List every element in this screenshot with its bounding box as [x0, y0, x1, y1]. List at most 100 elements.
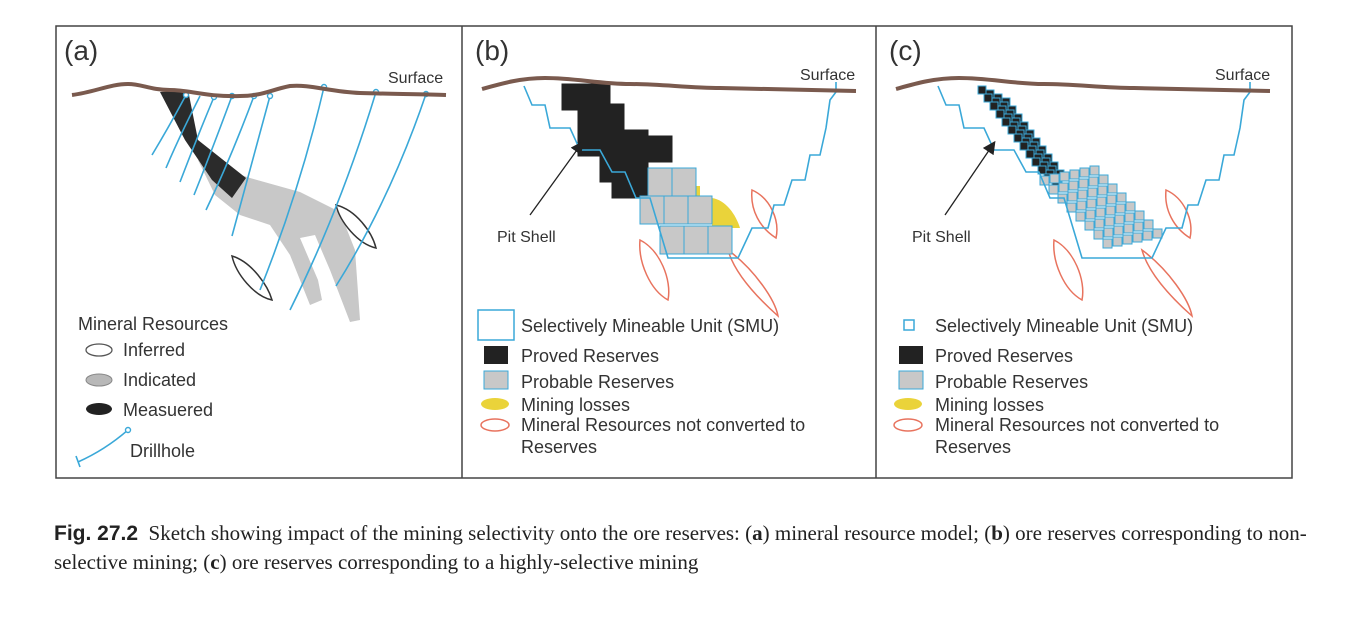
probable-block: [1067, 191, 1078, 202]
probable-block: [1113, 225, 1124, 236]
probable-block: [1132, 232, 1143, 243]
probable-block: [1106, 194, 1117, 205]
proved-block: [599, 129, 625, 157]
indicated-swatch: [85, 373, 113, 387]
panel-letter-c: (c): [889, 35, 922, 66]
drillhole-swatch-collar: [124, 426, 132, 434]
not-converted-lens: [639, 238, 670, 302]
probable-block: [1107, 183, 1118, 194]
inferred-resource-lens: [334, 203, 378, 249]
probable-block: [1115, 203, 1126, 214]
drillhole-collar: [266, 92, 274, 100]
probable-block: [1112, 236, 1123, 247]
drillhole: [179, 96, 215, 183]
drillhole: [231, 95, 271, 237]
indicated-resource-body: [198, 160, 360, 322]
pit-shell-arrow: [944, 140, 996, 216]
pit-shell-label-c: Pit Shell: [912, 229, 971, 246]
probable-block: [1079, 167, 1090, 178]
not-converted-swatch: [893, 418, 923, 432]
legend-losses-b: Mining losses: [521, 395, 630, 415]
smu-swatch: [903, 319, 915, 331]
probable-block: [663, 195, 689, 225]
probable-block: [1097, 185, 1108, 196]
probable-block: [1085, 209, 1096, 220]
not-converted-swatch: [480, 418, 510, 432]
caption-text-1: Sketch showing impact of the mining sele…: [148, 521, 753, 545]
legend-drillhole: Drillhole: [130, 441, 195, 461]
proved-block: [1001, 117, 1011, 127]
probable-block: [1114, 214, 1125, 225]
probable-block: [1089, 165, 1100, 176]
not-converted-lens: [726, 248, 780, 319]
panel-letter-a: (a): [64, 35, 98, 66]
probable-block: [1098, 174, 1109, 185]
legend-inferred: Inferred: [123, 340, 185, 360]
legend-not-converted-c-2: Reserves: [935, 437, 1011, 457]
probable-block: [1076, 200, 1087, 211]
proved-block: [577, 103, 603, 131]
legend-probable-b: Probable Reserves: [521, 372, 674, 392]
proved-block: [995, 109, 1005, 119]
probable-block: [1059, 171, 1070, 182]
caption-text-4: ) ore reserves corresponding to a highly…: [219, 550, 699, 574]
figure: (a) Surface: [55, 25, 1293, 479]
probable-block: [687, 195, 713, 225]
panel-c: (c) Surface Pit Shell Selectively Mineab…: [889, 35, 1270, 457]
probable-block: [1048, 184, 1059, 195]
proved-block: [599, 103, 625, 131]
legend-probable-c: Probable Reserves: [935, 372, 1088, 392]
probable-block: [1069, 169, 1080, 180]
legend-indicated: Indicated: [123, 370, 196, 390]
panel-b: (b) Surface Pit Shell Selectively Mineab…: [475, 35, 857, 457]
figure-frame: [55, 25, 1293, 479]
surface-line: [71, 81, 447, 99]
caption-text-3: ) ore reserves corresponding to non-sele…: [54, 521, 1307, 574]
drillhole: [205, 95, 255, 211]
proved-swatch: [899, 346, 923, 364]
proved-block: [1031, 157, 1041, 167]
probable-block: [1084, 220, 1095, 231]
probable-block: [1095, 207, 1106, 218]
legend-measured: Measuered: [123, 400, 213, 420]
legend-proved-b: Proved Reserves: [521, 346, 659, 366]
probable-block: [1088, 176, 1099, 187]
probable-block: [683, 225, 709, 255]
inferred-resource-lens: [230, 254, 274, 302]
smu-swatch: [477, 309, 515, 341]
probable-block: [1093, 229, 1104, 240]
proved-block: [977, 85, 987, 95]
probable-block: [1103, 227, 1114, 238]
probable-block: [1049, 173, 1060, 184]
caption-a: a: [752, 521, 763, 545]
surface-label-a: Surface: [388, 70, 443, 87]
losses-swatch: [894, 398, 922, 410]
probable-block: [1102, 238, 1113, 249]
probable-block: [1096, 196, 1107, 207]
measured-resource-body: [160, 90, 246, 198]
legend-heading: Mineral Resources: [78, 314, 228, 334]
probable-swatch: [898, 370, 924, 390]
surface-line: [895, 75, 1271, 93]
legend-not-converted-b-2: Reserves: [521, 437, 597, 457]
losses-swatch: [481, 398, 509, 410]
proved-block: [611, 171, 637, 199]
probable-block: [1152, 228, 1163, 239]
panel-a: (a) Surface: [64, 35, 447, 468]
pit-shell: [937, 82, 1251, 259]
not-converted-lens: [751, 188, 778, 240]
proved-block: [1025, 149, 1035, 159]
probable-block: [1105, 205, 1116, 216]
probable-block: [1087, 187, 1098, 198]
probable-block: [1094, 218, 1105, 229]
caption-c: c: [210, 550, 220, 574]
probable-block: [1124, 212, 1135, 223]
probable-block: [1134, 210, 1145, 221]
drillhole: [193, 95, 233, 196]
probable-block: [707, 225, 733, 255]
surface-label-c: Surface: [1215, 67, 1270, 84]
proved-block: [1007, 125, 1017, 135]
proved-block: [1019, 141, 1029, 151]
probable-block: [647, 167, 673, 197]
surface-line: [481, 75, 857, 93]
